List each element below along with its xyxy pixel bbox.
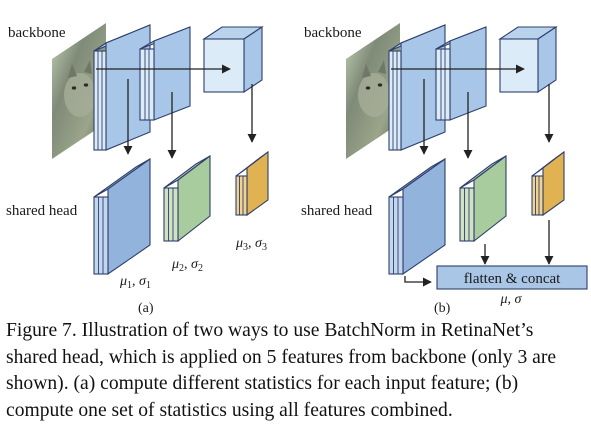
backbone-label-a: backbone [8,25,66,41]
head-feature3-b [531,150,565,217]
shared-head-label-b: shared head [301,203,373,219]
stats-label-3-a: μ3, σ3 [235,236,267,253]
panel-a: backbone [6,23,269,316]
backbone-stage3-a [202,25,264,94]
head-feature2-b [459,154,507,243]
arrow-head1-to-concat [404,276,432,287]
shared-head-label-a: shared head [6,203,78,219]
concat-box: flatten & concat [436,265,588,290]
concat-label: flatten & concat [464,271,561,287]
head-feature2-a [163,154,211,243]
head-feature1-b [388,157,446,276]
backbone-stage2-a [139,26,191,121]
backbone-stage3-b [498,25,558,94]
cat-image-b [346,23,400,159]
head-feature1-a [93,157,151,276]
panel-b-sublabel: (b) [434,301,451,316]
stats-label-b: μ, σ [500,292,523,307]
stats-label-1-a: μ1, σ1 [119,274,151,291]
backbone-label-b: backbone [304,25,362,41]
cat-image-a [52,23,106,159]
head-feature3-a [235,150,269,217]
panel-b: backbone [301,23,588,316]
stats-label-2-a: μ2, σ2 [171,257,203,274]
batchnorm-figure: backbone [6,23,588,316]
backbone-stage2-b [435,26,487,121]
figure-caption: Figure 7. Illustration of two ways to us… [6,320,557,421]
panel-a-sublabel: (a) [138,301,154,316]
backbone-stage1-b [388,24,446,151]
